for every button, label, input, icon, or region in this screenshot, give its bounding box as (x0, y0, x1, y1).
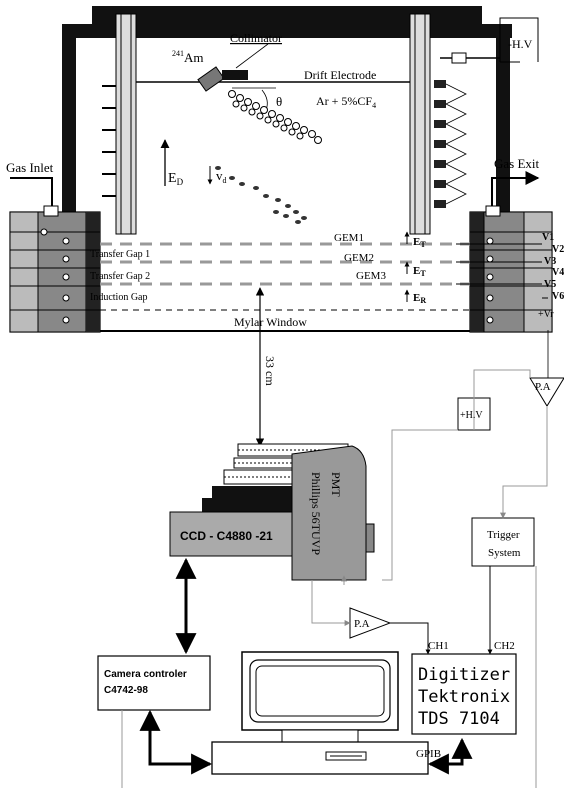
label-pmt-model: Phillips 56TUVP (309, 472, 323, 555)
label-digitizer-2: Tektronix (418, 687, 510, 707)
label-gem3: GEM3 (356, 270, 386, 282)
label-trigger-1: Trigger (487, 529, 520, 541)
label-et1: ET (413, 236, 426, 249)
pa-top (529, 377, 564, 407)
trigger-box (471, 517, 535, 567)
label-mylar-window: Mylar Window (234, 315, 307, 329)
chamber-vessel (9, 6, 553, 333)
label-v3: V3 (544, 256, 556, 267)
label-gpib: GPIB (416, 748, 441, 760)
label-gas-inlet: Gas Inlet (6, 160, 54, 175)
label-gem1: GEM1 (334, 232, 364, 244)
label-et2: ET (413, 265, 426, 278)
ionization-track (228, 90, 322, 144)
label-am-superscript: 241 (172, 49, 184, 58)
label-v5: V5 (544, 279, 556, 290)
label-ch1: CH1 (428, 640, 449, 652)
digitizer-box (411, 653, 517, 735)
label-drift-electrode: Drift Electrode (304, 68, 376, 82)
label-gem2: GEM2 (344, 252, 374, 264)
cables (10, 17, 549, 788)
label-distance: 33 cm (263, 356, 277, 386)
label-gas-mixture: Ar + 5%CF4 (316, 94, 376, 110)
label-hv-top: -H.V (508, 37, 533, 51)
label-pa-top: P.A (535, 381, 551, 393)
camera-controller-box (97, 655, 211, 711)
label-collimator: Collimator (230, 31, 282, 45)
label-theta: θ (276, 94, 282, 109)
label-hv-mid: +H.V (460, 410, 483, 421)
label-vr: +Vr (538, 309, 554, 320)
label-am: Am (184, 50, 204, 65)
label-er: ER (413, 292, 426, 305)
label-pmt: PMT (329, 472, 343, 497)
field-cage (102, 13, 520, 235)
label-pa-bottom: P.A (354, 618, 370, 630)
label-v1: V1 (542, 232, 554, 243)
gem-foils (100, 242, 470, 286)
label-ch2: CH2 (494, 640, 515, 652)
label-camera-controller-2: C4742-98 (104, 685, 148, 696)
label-transfer-gap-1: Transfer Gap 1 (90, 249, 150, 260)
collimator-source (197, 43, 276, 111)
label-drift-velocity: vd (216, 168, 227, 185)
label-camera-controller-1: Camera controler (104, 669, 187, 680)
label-v2: V2 (552, 244, 564, 255)
label-v4: V4 (552, 267, 564, 278)
label-ccd: CCD - C4880 -21 (180, 529, 273, 543)
label-drift-field: ED (168, 171, 184, 187)
computer (211, 651, 429, 775)
label-trigger-2: System (488, 547, 521, 559)
label-gas-exit: Gas Exit (494, 156, 540, 171)
pmt (291, 445, 367, 581)
label-induction-gap: Induction Gap (90, 292, 148, 303)
drift-electrons (215, 166, 307, 224)
label-digitizer-3: TDS 7104 (418, 709, 500, 729)
label-v6: V6 (552, 291, 564, 302)
label-transfer-gap-2: Transfer Gap 2 (90, 271, 150, 282)
label-digitizer-1: Digitizer (418, 665, 510, 685)
